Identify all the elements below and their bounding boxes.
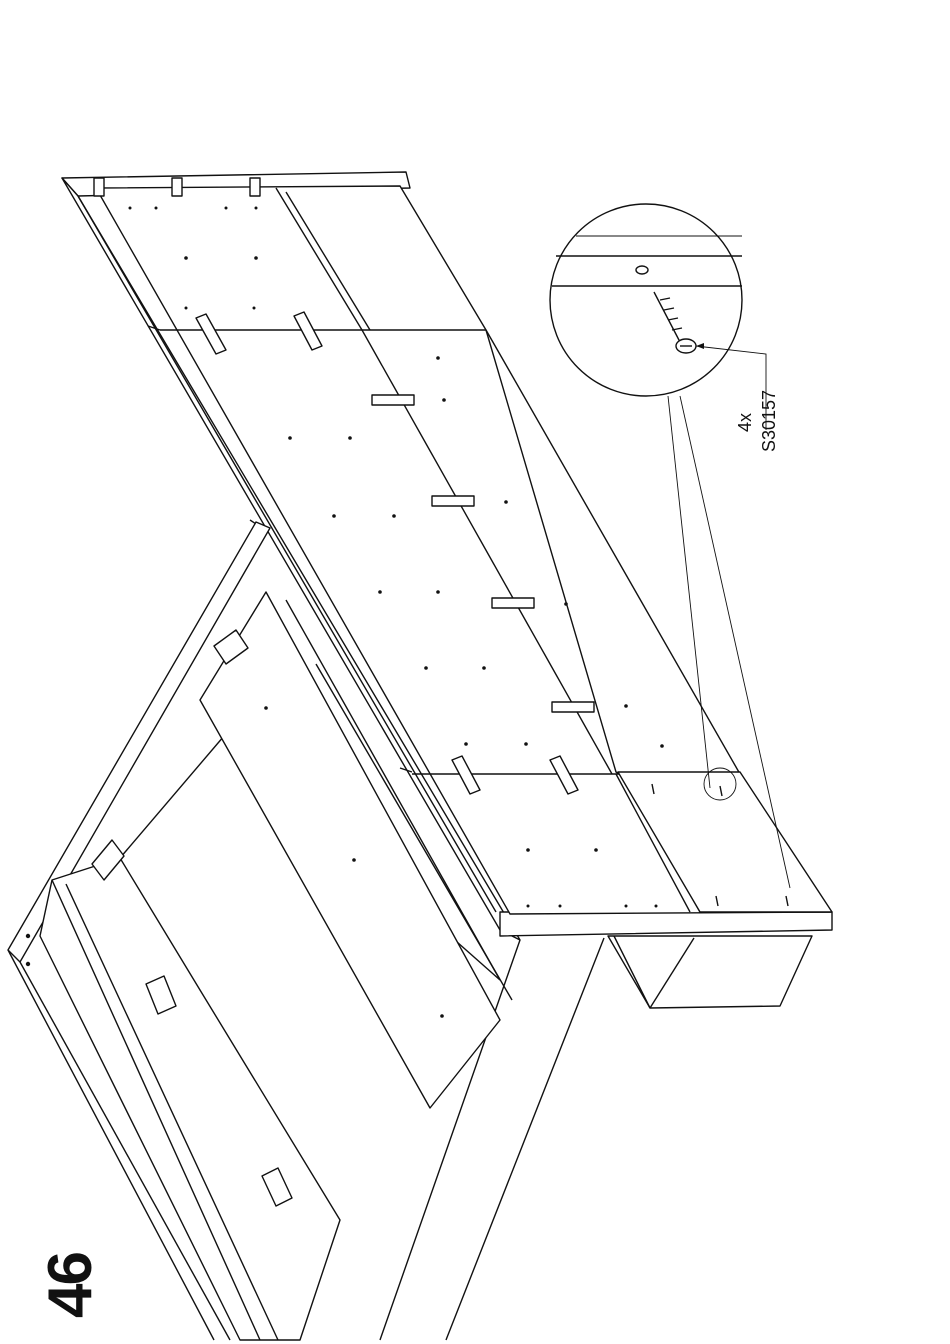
part-code: S30157 [760, 390, 778, 452]
step-number: 46 [40, 1253, 102, 1318]
part-quantity: 4x [736, 413, 754, 432]
